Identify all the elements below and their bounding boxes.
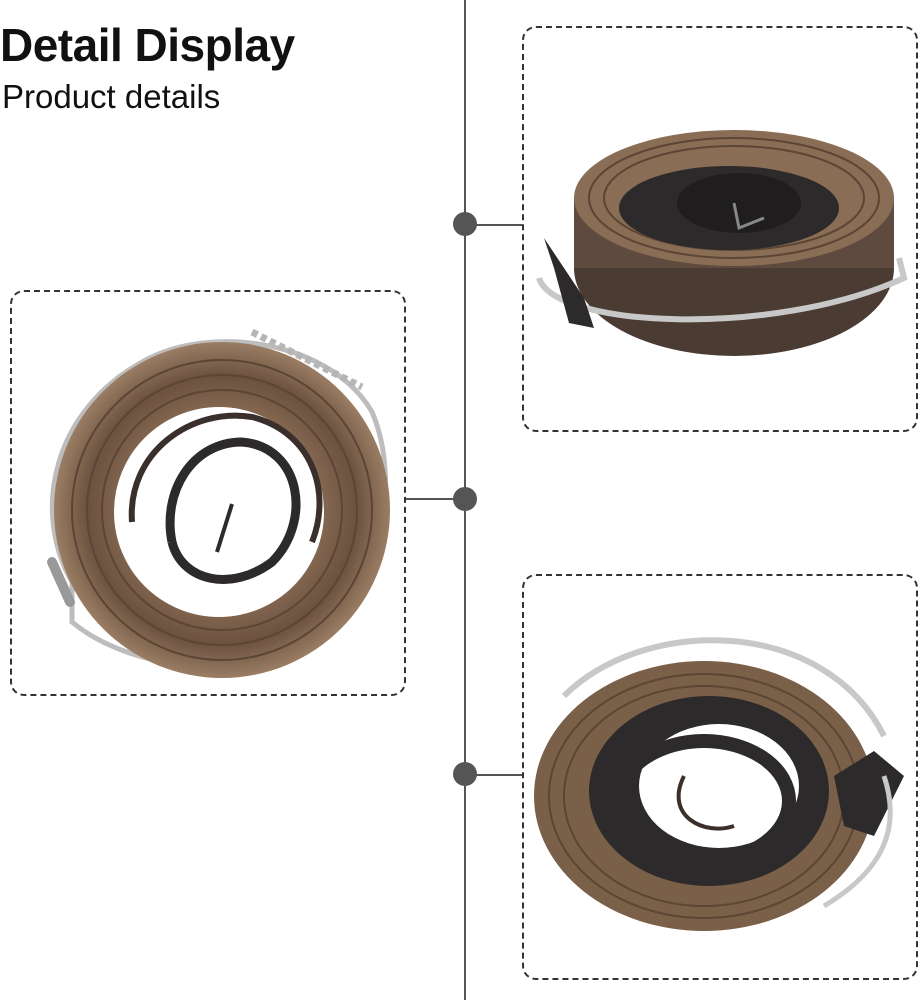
page-title: Detail Display [0, 19, 295, 71]
connector-bottom-right-line [466, 774, 524, 776]
recoil-spring-top-angle-image [536, 130, 908, 356]
panel-top-angled-view [522, 26, 918, 432]
timeline-dot-bottom [453, 762, 477, 786]
panel-front-view [10, 290, 406, 696]
page-subtitle: Product details [2, 78, 221, 115]
connector-left-line [406, 498, 464, 500]
recoil-spring-front-view-image [47, 328, 390, 678]
recoil-spring-side-angle-image [534, 637, 904, 931]
timeline-dot-top [453, 212, 477, 236]
panel-side-angled-view [522, 574, 918, 980]
connector-top-right-line [466, 224, 524, 226]
timeline-dot-middle [453, 487, 477, 511]
